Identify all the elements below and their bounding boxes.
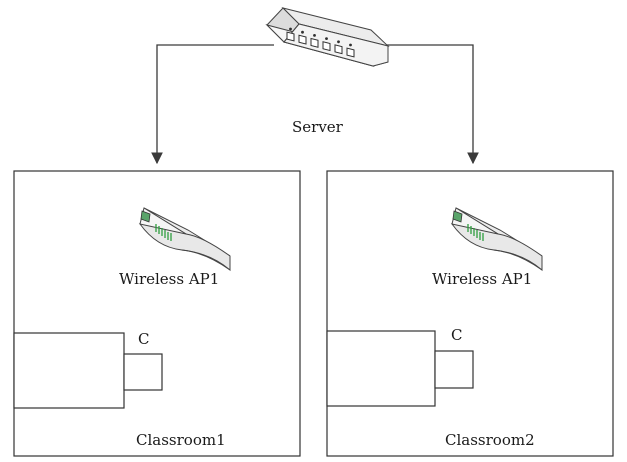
switch-port [286,31,295,42]
projector-body-1 [13,332,125,409]
switch-port [334,44,343,55]
connector-arrow-left [151,44,274,165]
wireless-ap-icon [450,207,543,272]
ap-label-2: Wireless AP1 [432,270,533,288]
classroom-name-2: Classroom2 [445,431,535,449]
switch-port-led [313,34,316,37]
classroom-name-1: Classroom1 [136,431,226,449]
switch-port [322,41,331,52]
device-label-2: C [451,326,463,344]
projector-body-2 [326,330,436,407]
classroom-box-2 [326,170,614,457]
switch-port-led [325,37,328,40]
projector-lens-2 [434,350,474,389]
network-switch-icon [265,7,390,67]
switch-port-led [301,30,304,34]
switch-port [298,34,307,45]
connector-arrow-right [384,44,479,165]
switch-port-led [337,40,340,44]
wireless-ap-icon [138,207,231,272]
switch-port-led [349,43,352,47]
server-label: Server [292,118,343,136]
ap-label-1: Wireless AP1 [119,270,220,288]
switch-ports [286,27,355,58]
switch-port [346,47,355,58]
switch-port-led [289,27,292,31]
device-label-1: C [138,330,150,348]
switch-port [310,37,319,48]
classroom-box-1 [13,170,301,457]
projector-lens-1 [123,353,163,391]
